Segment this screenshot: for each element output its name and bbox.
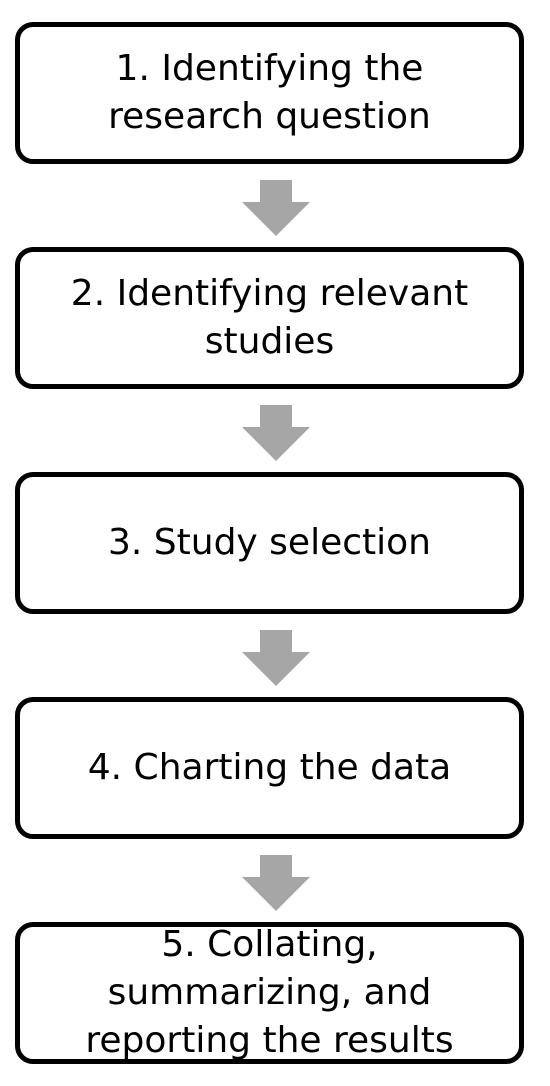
- step-label: 4. Charting the data: [87, 747, 452, 788]
- down-arrow-icon: [242, 855, 310, 911]
- step-box-collating-summarizing-reporting: 5. Collating, summarizing, and reporting…: [15, 922, 524, 1064]
- down-arrow-icon: [242, 630, 310, 686]
- step-label: 5. Collating, summarizing, and reporting…: [85, 924, 454, 1061]
- step-label: 1. Identifying the research question: [108, 48, 431, 137]
- step-box-identifying-research-question: 1. Identifying the research question: [15, 22, 524, 164]
- step-box-charting-the-data: 4. Charting the data: [15, 697, 524, 839]
- step-label: 2. Identifying relevant studies: [70, 273, 469, 362]
- down-arrow-icon: [242, 180, 310, 236]
- step-label: 3. Study selection: [108, 522, 431, 563]
- step-box-study-selection: 3. Study selection: [15, 472, 524, 614]
- step-box-identifying-relevant-studies: 2. Identifying relevant studies: [15, 247, 524, 389]
- down-arrow-icon: [242, 405, 310, 461]
